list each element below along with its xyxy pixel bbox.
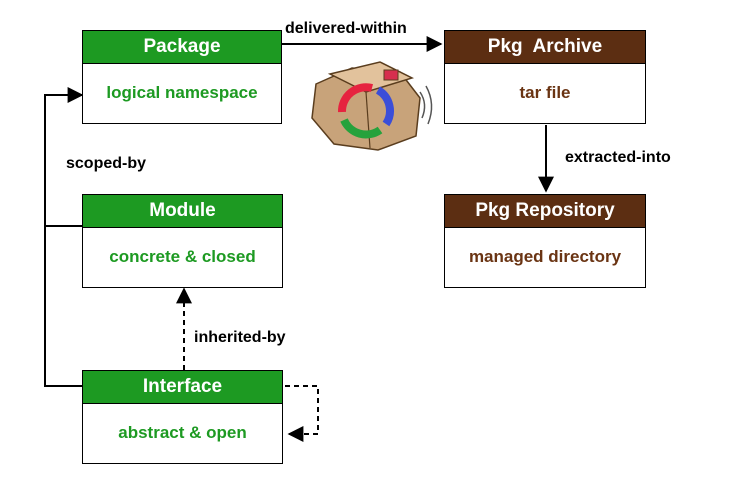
- package-with-recycle-arrows-icon: [311, 61, 433, 151]
- pkg-archive-title: Pkg Archive: [445, 31, 645, 64]
- inherited-by-label: inherited-by: [194, 329, 286, 346]
- interface-title: Interface: [83, 371, 282, 404]
- interface-description: abstract & open: [118, 423, 247, 442]
- pkg-repository-description: managed directory: [468, 247, 622, 266]
- interface-self-loop: [285, 385, 319, 442]
- delivered-within-label: delivered-within: [285, 20, 407, 37]
- package-box: Package logical namespace: [82, 30, 282, 124]
- module-description: concrete & closed: [109, 247, 256, 266]
- pkg-archive-description: tar file: [519, 83, 571, 102]
- package-title: Package: [83, 31, 281, 64]
- module-title: Module: [83, 195, 282, 228]
- extracted-into-label: extracted-into: [565, 149, 671, 166]
- package-description: logical namespace: [106, 83, 258, 102]
- pkg-repository-box: Pkg Repository managed directory: [444, 194, 646, 288]
- pkg-archive-box: Pkg Archive tar file: [444, 30, 646, 124]
- interface-box: Interface abstract & open: [82, 370, 283, 464]
- module-box: Module concrete & closed: [82, 194, 283, 288]
- scoped-by-label: scoped-by: [66, 155, 147, 172]
- scoped-by-connector: [44, 87, 85, 387]
- pkg-repository-title: Pkg Repository: [445, 195, 645, 228]
